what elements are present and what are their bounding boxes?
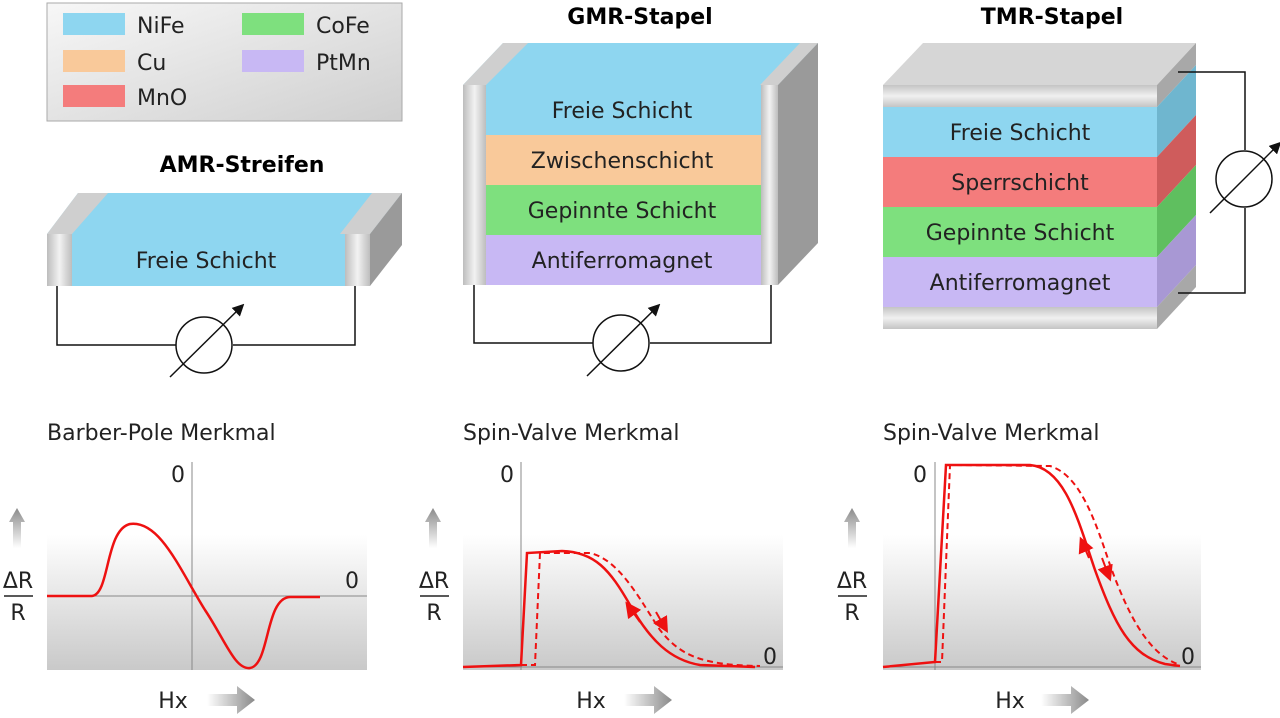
- spin-valve-curve-solid: [882, 463, 1181, 669]
- ylabel-bottom: R: [844, 601, 859, 626]
- graph-spin-valve-gmr: Spin-Valve Merkmal 0 0 ΔR R Hx: [419, 421, 783, 714]
- legend-label-mno: MnO: [137, 86, 187, 111]
- zero-label-x: 0: [763, 645, 777, 670]
- arrow-up-icon: [9, 508, 25, 548]
- gmr-stack: GMR-Stapel Freie Schicht Zwischenschicht…: [463, 5, 818, 377]
- zero-label-x: 0: [1181, 645, 1195, 670]
- legend-label-cu: Cu: [137, 51, 166, 76]
- arrow-right-icon: [207, 686, 255, 714]
- amr-layer-free: Freie Schicht: [136, 249, 277, 274]
- amr-strip: AMR-Streifen Freie Schicht: [47, 153, 402, 378]
- arrow-up-icon: [425, 508, 441, 548]
- legend-swatch-ptmn: [242, 50, 304, 72]
- gmr-layer-free: Freie Schicht: [552, 99, 693, 124]
- ohmmeter-icon: [175, 316, 233, 374]
- gmr-title: GMR-Stapel: [567, 5, 712, 30]
- graph-spin-valve-tmr: Spin-Valve Merkmal 0 0 ΔR R Hx: [837, 421, 1201, 714]
- tmr-layer-pinned: Gepinnte Schicht: [926, 221, 1115, 246]
- tmr-layer-free: Freie Schicht: [950, 121, 1091, 146]
- spin-valve-curve-dashed: [521, 552, 761, 667]
- legend-label-cofe: CoFe: [316, 14, 370, 39]
- tmr-title: TMR-Stapel: [981, 5, 1123, 30]
- tmr-layer-barrier: Sperrschicht: [951, 171, 1089, 196]
- xlabel: Hx: [995, 689, 1025, 714]
- ylabel-top: ΔR: [3, 569, 33, 594]
- legend-swatch-mno: [63, 85, 125, 107]
- xlabel: Hx: [158, 689, 188, 714]
- graph-title: Spin-Valve Merkmal: [463, 421, 679, 446]
- barber-pole-curve: [47, 522, 320, 670]
- gmr-layer-afm: Antiferromagnet: [532, 249, 713, 274]
- zero-label-y: 0: [913, 463, 927, 488]
- ylabel-top: ΔR: [419, 569, 449, 594]
- ylabel-top: ΔR: [837, 569, 867, 594]
- graph-title: Barber-Pole Merkmal: [47, 421, 276, 446]
- graph-title: Spin-Valve Merkmal: [883, 421, 1099, 446]
- legend-label-nife: NiFe: [137, 14, 185, 39]
- legend-swatch-cu: [63, 50, 125, 72]
- legend: NiFe Cu MnO CoFe PtMn: [46, 2, 403, 122]
- ylabel-bottom: R: [10, 601, 25, 626]
- legend-label-ptmn: PtMn: [316, 51, 371, 76]
- legend-swatch-nife: [63, 13, 125, 35]
- tmr-stack: TMR-Stapel Freie Schicht Sperrschicht Ge…: [883, 5, 1280, 329]
- zero-label-x: 0: [345, 569, 359, 594]
- amr-title: AMR-Streifen: [160, 153, 325, 178]
- tmr-layer-afm: Antiferromagnet: [930, 271, 1111, 296]
- graph-barber-pole: Barber-Pole Merkmal 0 0 ΔR R Hx: [3, 421, 367, 714]
- arrow-right-icon: [624, 686, 672, 714]
- legend-swatch-cofe: [242, 13, 304, 35]
- zero-label-y: 0: [500, 463, 514, 488]
- xlabel: Hx: [576, 689, 606, 714]
- arrow-up-icon: [844, 508, 860, 548]
- spin-valve-curve-dashed: [935, 463, 1181, 666]
- ylabel-bottom: R: [426, 601, 441, 626]
- zero-label-y: 0: [171, 463, 185, 488]
- gmr-layer-spacer: Zwischenschicht: [531, 149, 714, 174]
- arrow-right-icon: [1041, 686, 1089, 714]
- gmr-layer-pinned: Gepinnte Schicht: [528, 199, 717, 224]
